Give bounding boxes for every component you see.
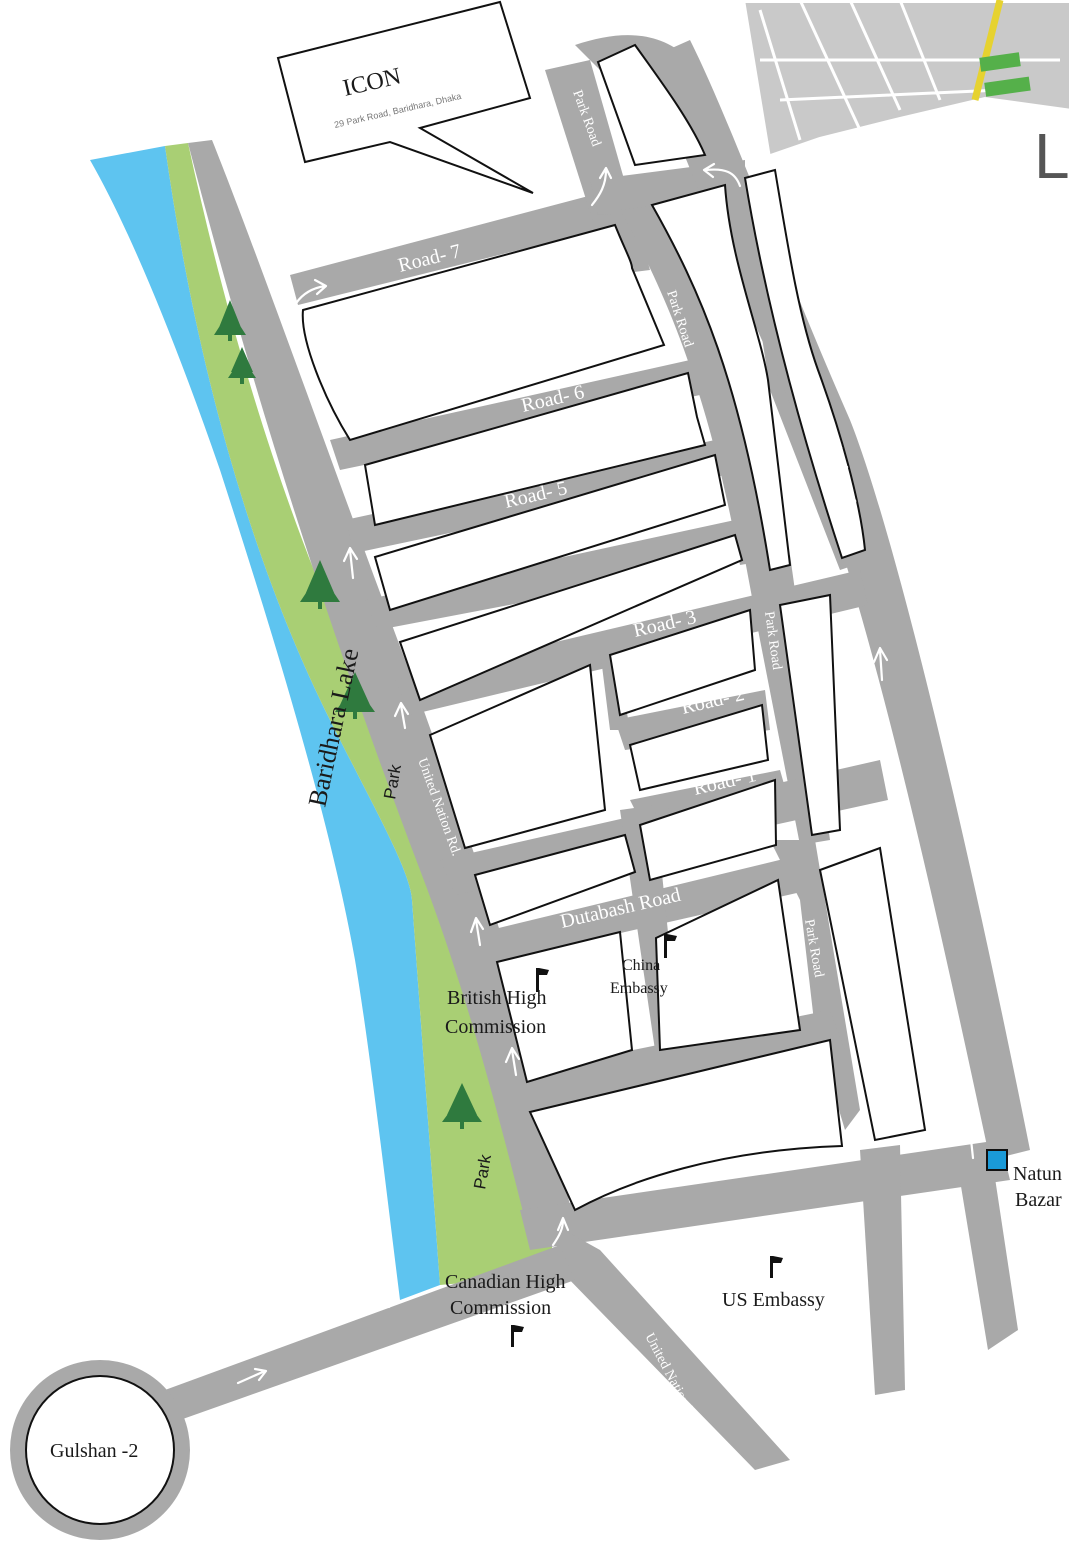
- page-heading: Lo: [1034, 120, 1072, 192]
- flag-icon: [536, 968, 549, 992]
- traffic-arrows: [236, 162, 979, 1385]
- tree-icon: [442, 1083, 482, 1129]
- label-china-embassy-1: China: [622, 957, 660, 974]
- label-british-high-commission-2: Commission: [445, 1016, 546, 1038]
- label-natun-bazar-2: Bazar: [1015, 1189, 1062, 1211]
- inset-map-thumbnail: [738, 0, 1072, 162]
- flag-icon: [770, 1256, 783, 1278]
- tree-icon-group: [214, 300, 482, 1129]
- tree-icon: [214, 300, 246, 341]
- flag-icon: [664, 934, 677, 958]
- tree-icon: [300, 560, 340, 609]
- label-natun-bazar-1: Natun: [1013, 1163, 1062, 1185]
- flag-icon-group: [511, 934, 783, 1347]
- tree-icon: [228, 347, 256, 384]
- natun-bazar-marker: [986, 1149, 1008, 1171]
- label-us-embassy: US Embassy: [722, 1289, 825, 1311]
- baridhara-lake: [90, 146, 440, 1300]
- park-strip: [165, 143, 552, 1285]
- road-network: [10, 35, 1030, 1540]
- label-gulshan-2: Gulshan -2: [50, 1440, 138, 1462]
- location-callout: ICON 29 Park Road, Baridhara, Dhaka: [276, 0, 534, 194]
- gulshan-roundabout: [25, 1375, 175, 1525]
- flag-icon: [511, 1325, 524, 1347]
- label-canadian-high-commission-2: Commission: [450, 1297, 551, 1319]
- tree-icon: [335, 672, 375, 719]
- city-blocks: [301, 43, 927, 1212]
- label-canadian-high-commission-1: Canadian High: [445, 1271, 566, 1293]
- label-british-high-commission-1: British High: [447, 987, 546, 1009]
- label-china-embassy-2: Embassy: [610, 980, 668, 997]
